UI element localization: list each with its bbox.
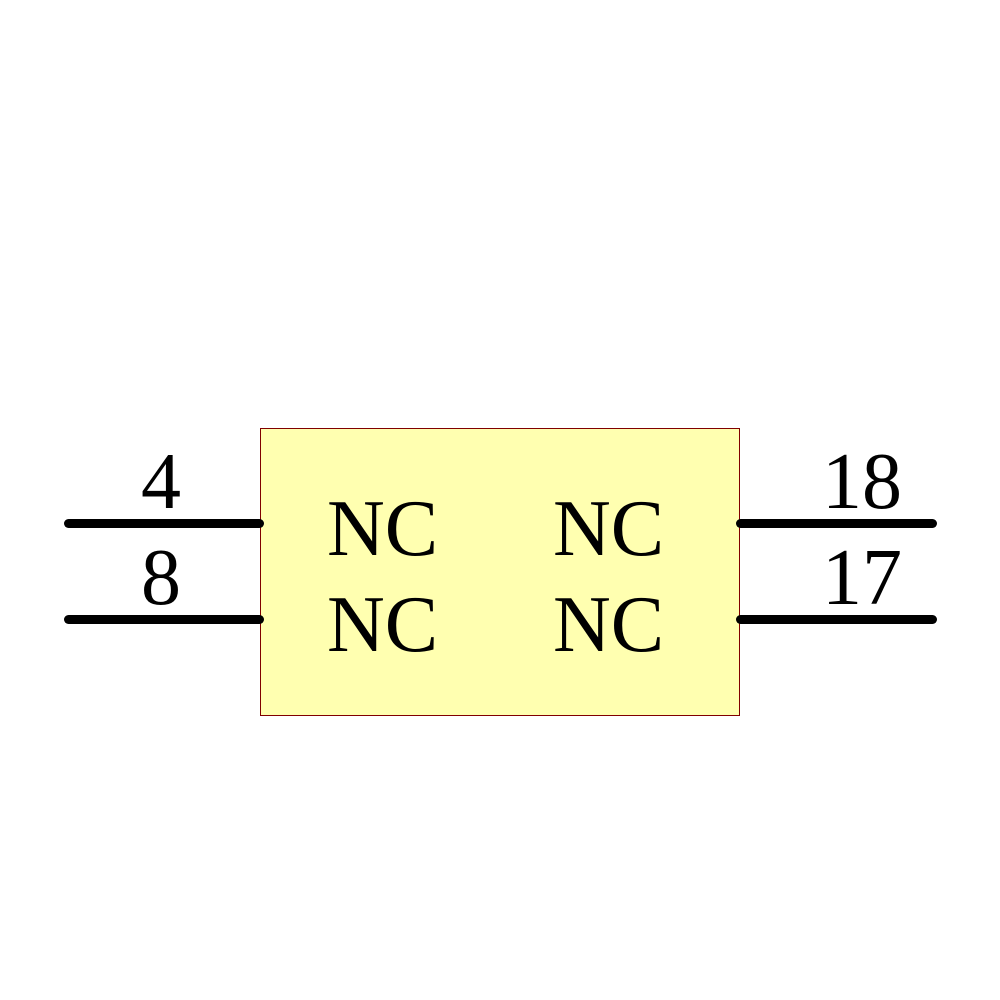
pin-number-right-2: 17 xyxy=(822,534,902,622)
pin-line-left-2 xyxy=(64,615,264,624)
pin-label-right-2: NC xyxy=(553,581,665,669)
pin-number-left-1: 4 xyxy=(141,438,181,526)
pin-line-left-1 xyxy=(64,519,264,528)
pin-number-right-1: 18 xyxy=(822,438,902,526)
pin-line-right-2 xyxy=(736,615,937,624)
pin-label-left-2: NC xyxy=(327,581,439,669)
component-body xyxy=(260,428,740,716)
pin-label-right-1: NC xyxy=(553,485,665,573)
pin-line-right-1 xyxy=(736,519,937,528)
pin-label-left-1: NC xyxy=(327,485,439,573)
pin-number-left-2: 8 xyxy=(141,534,181,622)
